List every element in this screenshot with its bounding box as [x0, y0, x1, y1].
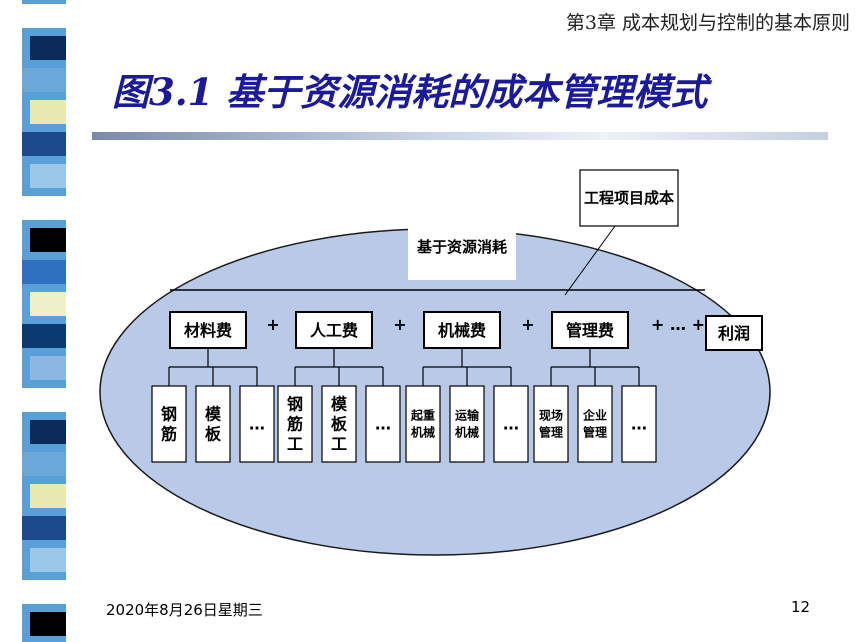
- profit-label: 利润: [718, 324, 750, 343]
- child-label: 工: [287, 435, 303, 454]
- plus-operator: +: [393, 315, 406, 334]
- child-label: 模: [205, 405, 222, 424]
- child-label: 板: [205, 425, 222, 444]
- child-label: 钢: [161, 405, 177, 424]
- category-label: 管理费: [566, 321, 614, 340]
- child-box: [449, 385, 485, 463]
- child-box: [577, 385, 613, 463]
- child-label: 现场: [539, 409, 563, 423]
- child-label: …: [375, 415, 391, 434]
- chapter-heading: 第3章 成本规划与控制的基本原则: [565, 12, 850, 34]
- child-label: 管理: [539, 425, 563, 440]
- child-label: 模: [331, 395, 348, 414]
- category-label: 人工费: [310, 321, 358, 340]
- child-box: [493, 385, 529, 463]
- plus-operator: +: [266, 315, 279, 334]
- category-label: 机械费: [438, 321, 486, 340]
- plus-operator: +: [521, 315, 534, 334]
- child-label: 管理: [583, 425, 607, 440]
- child-box: [151, 385, 187, 463]
- child-label: …: [503, 415, 519, 434]
- child-box: [277, 385, 313, 463]
- plus-operator: + … +: [651, 315, 705, 334]
- child-label: 机械: [411, 425, 435, 440]
- child-label: 企业: [582, 408, 607, 423]
- child-label: 起重: [410, 408, 435, 423]
- page-number: 12: [791, 598, 811, 616]
- cost-diagram: 基于资源消耗 工程项目成本 材料费钢筋模板…人工费钢筋工模板工…机械费起重机械运…: [99, 169, 771, 556]
- decorative-side-stripe: [22, 0, 66, 642]
- child-label: …: [631, 415, 647, 434]
- child-label: 运输: [455, 408, 480, 423]
- child-box: [405, 385, 441, 463]
- slide-title: 图3.1 基于资源消耗的成本管理模式: [112, 70, 708, 114]
- child-box: [239, 385, 275, 463]
- child-box: [533, 385, 569, 463]
- child-label: 板: [331, 415, 348, 434]
- child-box: [621, 385, 657, 463]
- child-label: 机械: [455, 425, 479, 440]
- title-divider: [92, 132, 828, 140]
- resource-consumption-label: 基于资源消耗: [416, 238, 507, 256]
- footer-date: 2020年8月26日星期三: [106, 601, 263, 619]
- child-label: 筋: [286, 415, 303, 434]
- child-box: [195, 385, 231, 463]
- child-label: 筋: [160, 425, 177, 444]
- child-label: 钢: [287, 395, 303, 414]
- category-label: 材料费: [184, 321, 232, 340]
- child-box: [321, 385, 357, 463]
- callout-pointer: [564, 225, 616, 296]
- project-cost-label: 工程项目成本: [584, 189, 674, 207]
- child-box: [365, 385, 401, 463]
- project-cost-box: [579, 169, 679, 227]
- category-box: [551, 311, 629, 349]
- child-label: 工: [331, 435, 347, 454]
- resource-consumption-box: [408, 212, 516, 280]
- profit-box: [705, 315, 763, 351]
- child-label: …: [249, 415, 265, 434]
